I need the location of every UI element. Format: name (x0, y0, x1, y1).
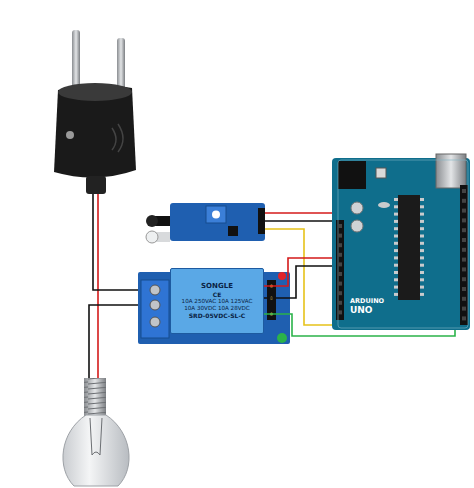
arduino-board-node: ARDUINOUNO (332, 158, 470, 330)
node-text: SRD-05VDC-SL-C (189, 312, 246, 320)
node-text: 10A 30VDC 10A 28VDC (184, 305, 250, 312)
node-text: 10A 250VAC 10A 125VAC (182, 298, 253, 305)
ir-sensor (146, 203, 265, 243)
relay-cube: SONGLECE10A 250VAC 10A 125VAC10A 30VDC 1… (170, 268, 264, 334)
red-wire (264, 258, 332, 286)
mains-plug (54, 30, 136, 194)
arduino-board (332, 154, 470, 330)
chip-pins (338, 189, 466, 320)
green-wire (264, 314, 455, 336)
black-wire (264, 266, 332, 298)
node-text: CE (213, 291, 222, 299)
node-text: SONGLE (201, 282, 233, 291)
node-text: UNO (350, 305, 373, 316)
light-bulb (63, 378, 129, 486)
node-text: ARDUINO (350, 297, 384, 305)
